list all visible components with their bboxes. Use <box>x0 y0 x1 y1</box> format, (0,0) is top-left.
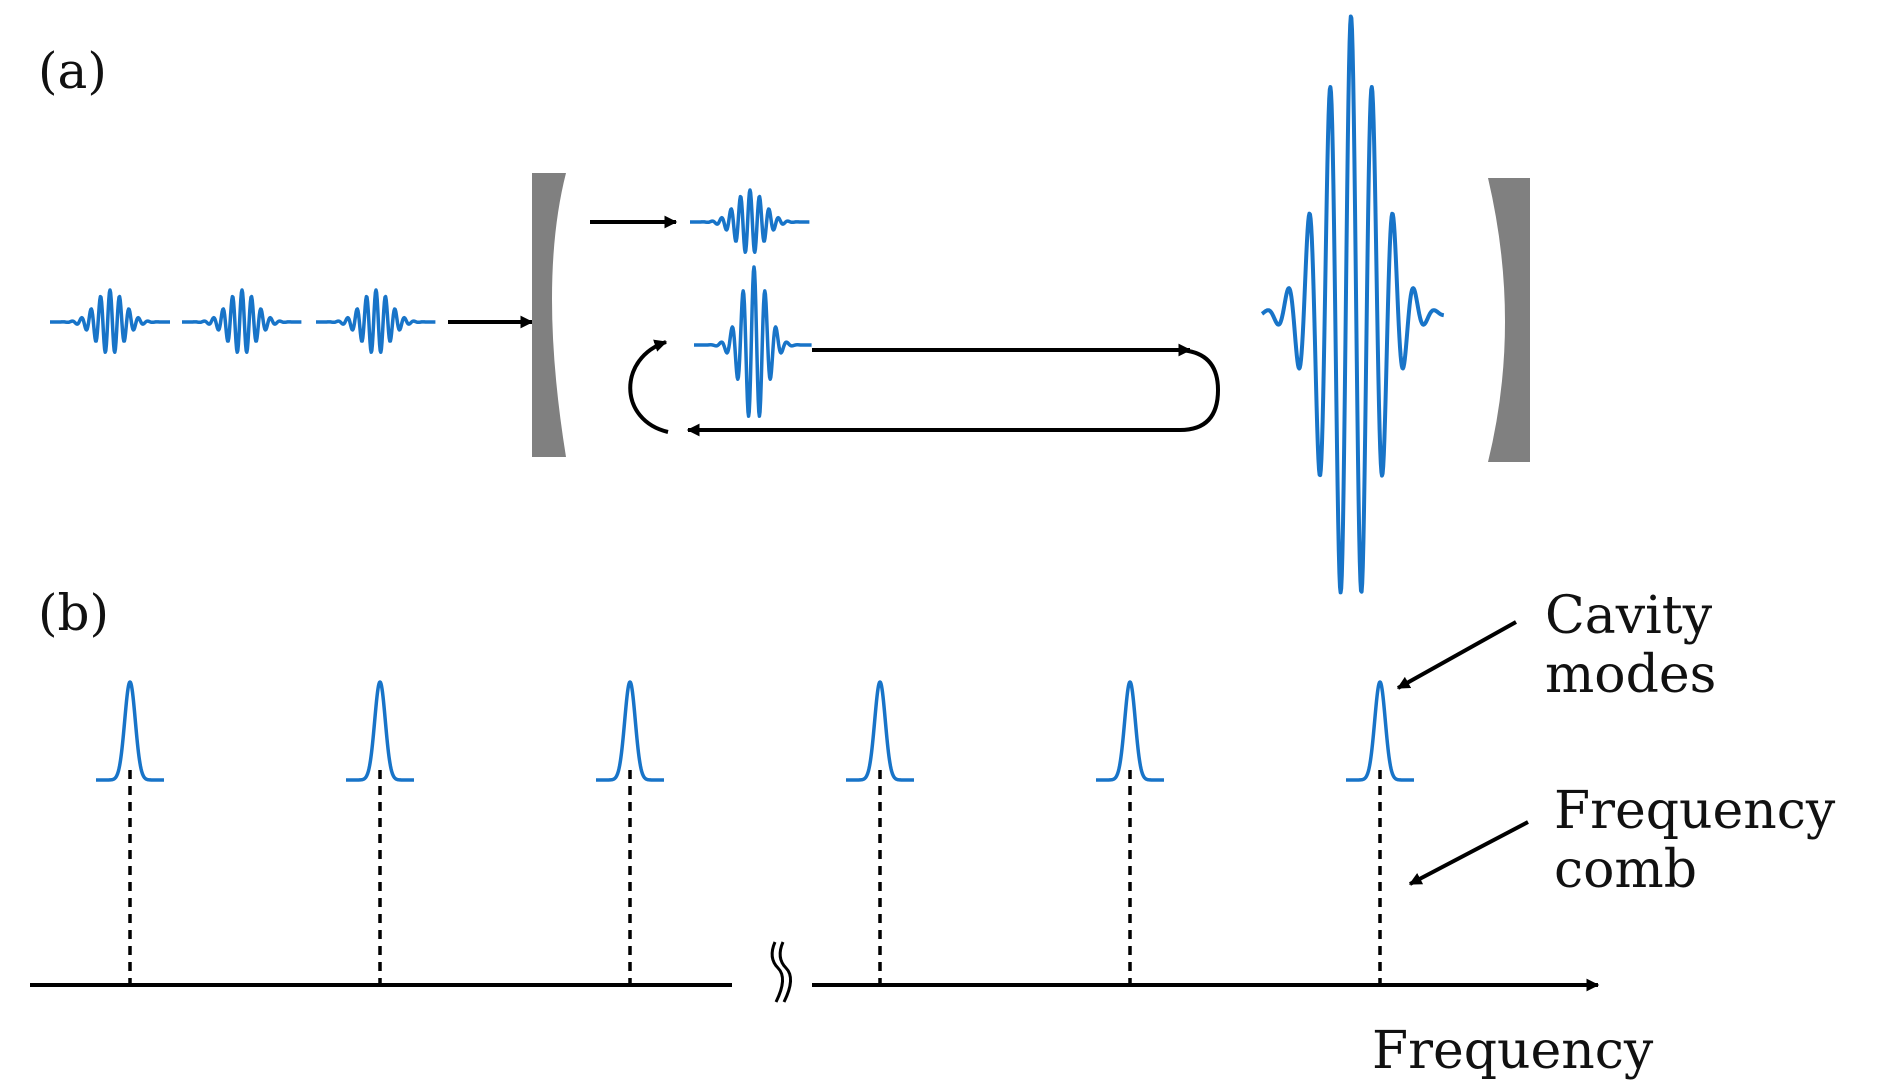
enhanced-pulse-wave <box>1260 14 1446 595</box>
frequency-axis-label: Frequency <box>1372 1021 1654 1081</box>
frequency-comb-pointer <box>1408 820 1529 886</box>
circulating-pulse-wave <box>692 265 813 418</box>
cavity-mode-4 <box>844 680 916 782</box>
cavity-mode-5 <box>1094 680 1166 782</box>
transmitted-pulse <box>688 188 811 254</box>
input-pulse-1 <box>48 288 172 354</box>
incoming-pulse-train <box>48 288 437 354</box>
input-pulse-3 <box>314 288 437 354</box>
cavity-modes-pointer <box>1396 620 1517 690</box>
cavity-modes <box>94 680 1416 782</box>
recirculation-arrow <box>628 339 669 434</box>
frequency-comb-lines <box>128 770 1382 985</box>
cavity-mode-6 <box>1344 680 1416 782</box>
cavity-modes-label-line2: modes <box>1545 645 1716 705</box>
frequency-comb-label-line1: Frequency <box>1554 781 1836 841</box>
panel-b-label: (b) <box>38 584 109 642</box>
cavity-modes-label-line1: Cavity <box>1545 586 1713 646</box>
left-mirror <box>532 173 566 457</box>
circulating-pulse <box>692 265 813 418</box>
cavity-mode-2 <box>344 680 416 782</box>
loop-return-curve <box>1170 348 1221 432</box>
enhanced-pulse <box>1260 14 1446 595</box>
right-mirror <box>1488 178 1530 462</box>
frequency-comb-label-line2: comb <box>1554 840 1697 900</box>
input-pulse-2 <box>180 288 303 354</box>
transmitted-pulse-wave <box>688 188 811 254</box>
axis-break-symbol <box>770 941 792 1003</box>
cavity-mode-1 <box>94 680 166 782</box>
panel-a-label: (a) <box>38 42 107 100</box>
cavity-mode-3 <box>594 680 666 782</box>
